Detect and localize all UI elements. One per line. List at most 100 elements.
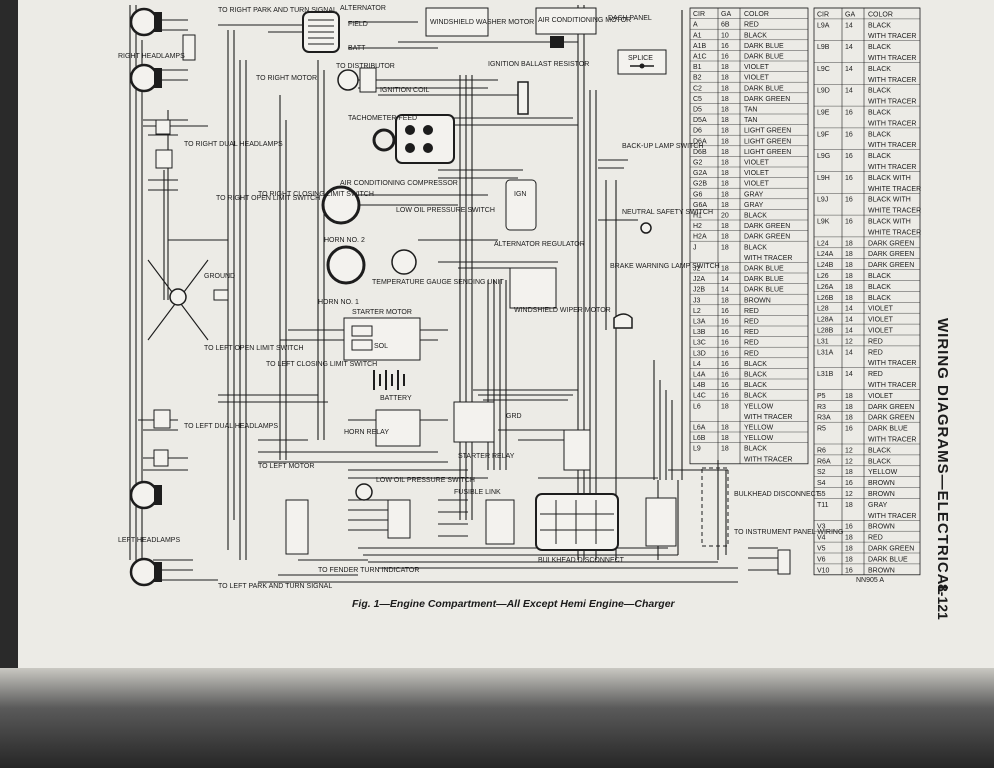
label-right-dual: TO RIGHT DUAL HEADLAMPS [184,141,283,148]
table-cell-cir: L9K [817,219,830,226]
table-cell-ga: 14 [845,44,853,51]
table-cell-ga: 18 [721,85,729,92]
table-cell-ga: 18 [845,273,853,280]
table-cell-cir: G2A [693,170,707,177]
table-cell-color: BLACK [744,361,767,368]
table-cell-color: BLACK [868,458,891,465]
table-cell-cir: L24B [817,262,834,269]
table-cell-color: BLACK [868,284,891,291]
table-cell-cir: D5A [693,117,707,124]
table-cell-cir: H2 [693,223,702,230]
table-cell-color: VIOLET [744,75,770,82]
table-cell-ga: 16 [845,131,853,138]
table-cell-cir: D6B [693,149,707,156]
table-cell-ga: 14 [845,371,853,378]
table-cell-cir: T11 [817,502,829,509]
table-cell-cir: C2 [693,85,702,92]
label-horn-relay: HORN RELAY [344,429,389,436]
table-cell-ga: 18 [845,469,853,476]
table-cell-cir: L24A [817,251,834,258]
table-cell-ga: 12 [845,458,853,465]
starter-motor-icon [343,317,421,361]
table-cell-ga: 6B [721,22,730,29]
table-cell-ga: 16 [721,319,729,326]
table-cell-cir: L31B [817,371,834,378]
table-cell-cir: L9G [817,153,830,160]
table-cell-color: LIGHT GREEN [744,138,791,145]
table-cell-color: BLACK [744,244,767,251]
label-sol: SOL [374,343,388,350]
table-cell-ga: 18 [845,415,853,422]
table-cell-ga: 16 [845,219,853,226]
table-cell-cir: B2 [693,75,702,82]
table-cell-ga: 18 [845,240,853,247]
table-cell-color: DARK GREEN [744,96,790,103]
table-cell-cir: L6 [693,403,701,410]
label-neutral-switch: NEUTRAL SAFETY SWITCH [622,209,713,216]
label-left-park-turn: TO LEFT PARK AND TURN SIGNAL [218,583,332,590]
starter-relay-icon [453,401,495,443]
label-fender-indicator: TO FENDER TURN INDICATOR [318,567,419,574]
table-cell-color: BLACK [868,44,891,51]
table-cell-cir: R6A [817,458,831,465]
table-cell-cir: H2A [693,234,707,241]
splice-box [617,49,667,75]
table-cell-ga: 18 [845,404,853,411]
table-cell-color: RED [868,349,883,356]
table-cell-cir: A [693,22,698,29]
table-cell-ga: 18 [721,75,729,82]
label-ign: IGN [514,191,526,198]
right-headlamps-icon [129,7,162,93]
table-cell-cir: L3D [693,350,706,357]
table-cell-cir: L3A [693,319,706,326]
table-cell-ga: 18 [721,160,729,167]
label-tach-feed: TACHOMETER FEED [348,115,417,122]
table-cell-cir: L9B [817,44,830,51]
label-starter-motor: STARTER MOTOR [352,309,412,316]
table-cell-color: BLACK [868,88,891,95]
ignition-coil-icon [337,67,377,93]
table-cell-color: BLACK [868,295,891,302]
table-cell-cir: V6 [817,556,826,563]
figure-code: NN905 A [856,577,884,584]
table-cell-ga: 14 [721,276,729,283]
table-cell-color: YELLOW [744,425,774,432]
bulkhead-disconnect-icon [535,493,619,551]
ac-compressor-icon [372,114,455,164]
table-cell-ga: 16 [845,524,853,531]
label-left-dual: TO LEFT DUAL HEADLAMPS [184,423,278,430]
table-cell-cir: V5 [817,546,826,553]
table-cell-color: WITH TRACER [868,55,916,62]
table-cell-ga: 18 [721,96,729,103]
table-cell-cir: L24 [817,240,829,247]
table-cell-color: DARK BLUE [744,54,784,61]
table-cell-cir: L26 [817,273,829,280]
table-cell-cir: P5 [817,393,826,400]
component-labels: TO RIGHT PARK AND TURN SIGNAL ALTERNATOR… [118,5,843,590]
table-cell-cir: L4C [693,393,706,400]
table-cell-cir: L9 [693,446,701,453]
table-cell-color: YELLOW [744,435,774,442]
table-cell-ga: 16 [845,567,853,574]
table-cell-ga: 16 [721,372,729,379]
table-cell-color: BROWN [868,524,895,531]
table-cell-cir: L3C [693,340,706,347]
brake-switch-icon [613,313,633,329]
table-cell-ga: 18 [721,244,729,251]
table-cell-color: WITH TRACER [744,414,792,421]
table-cell-cir: L4A [693,372,706,379]
table-cell-color: BLACK [744,213,767,220]
table-cell-ga: 16 [845,426,853,433]
table-cell-ga: 18 [721,425,729,432]
neutral-switch-icon [640,222,652,234]
table-cell-ga: 18 [721,297,729,304]
table-cell-color: DARK BLUE [744,287,784,294]
horn-relay-icon [375,409,421,447]
table-cell-cir: H1 [693,213,702,220]
table-cell-ga: 14 [845,349,853,356]
label-dash-panel: DASH PANEL [608,15,652,22]
table-cell-ga: 16 [721,350,729,357]
table-cell-color: WITH TRACER [868,33,916,40]
table-cell-cir: S5 [817,491,826,498]
